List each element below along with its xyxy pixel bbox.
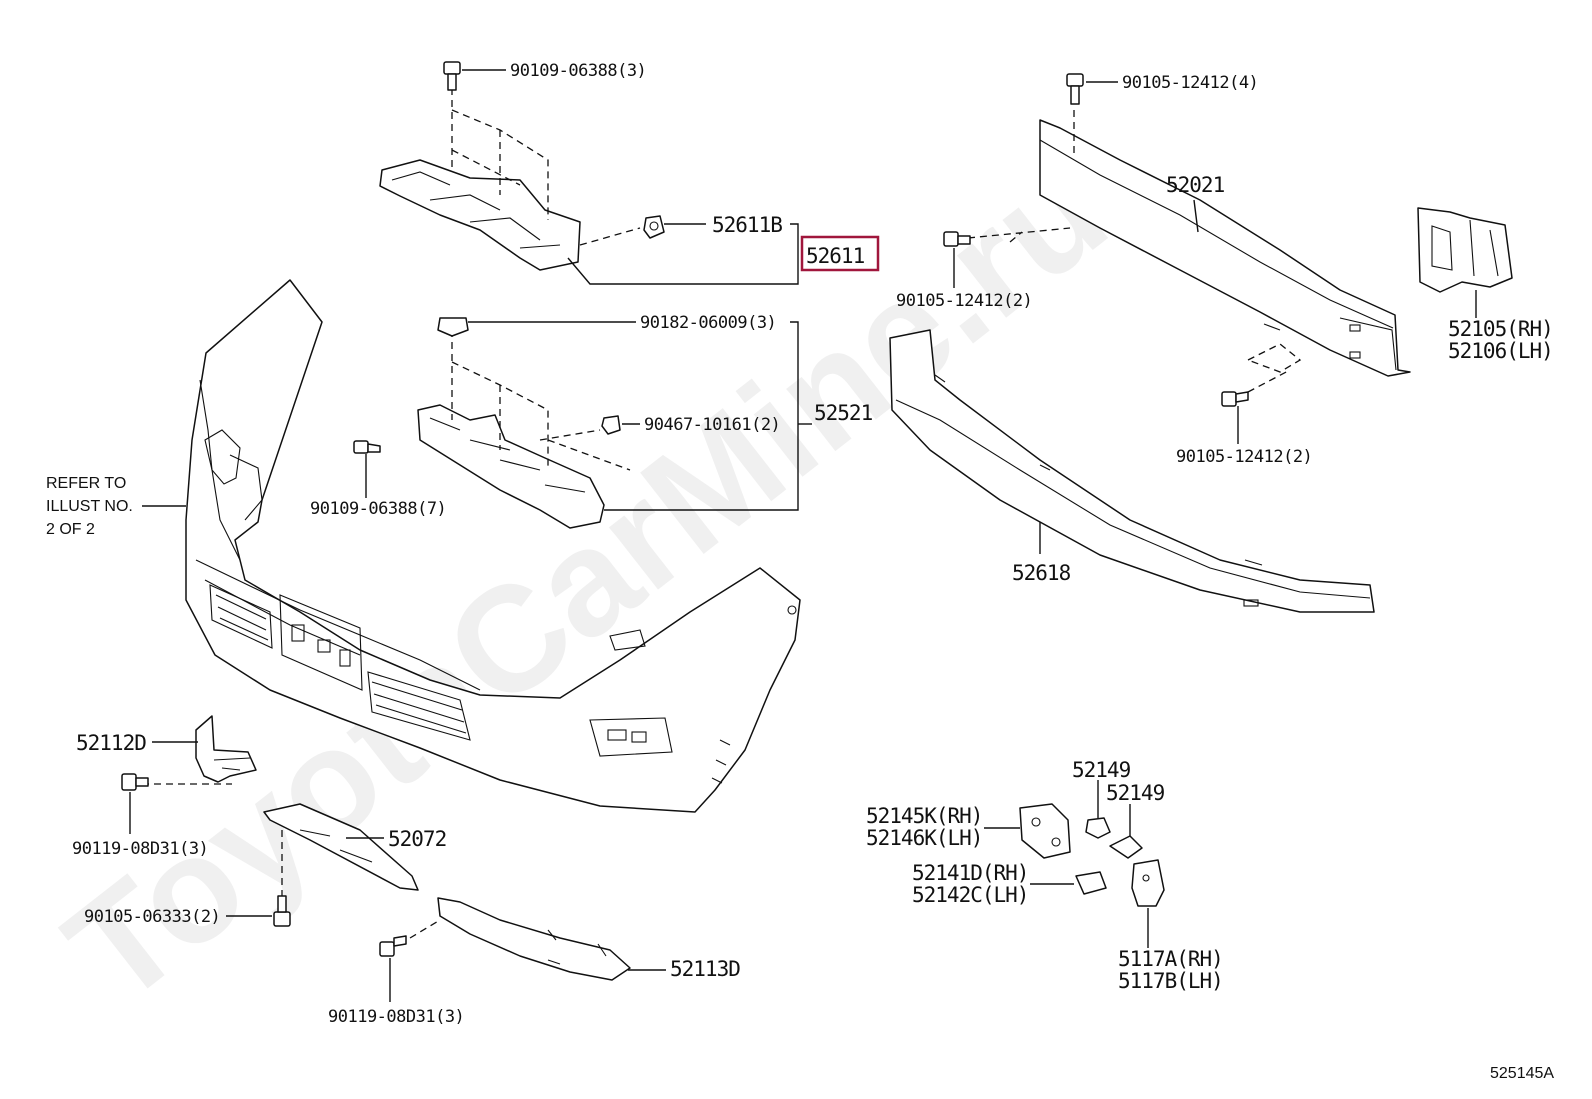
label-52146K-lh[interactable]: 52146K(LH): [866, 826, 983, 850]
label-52611B[interactable]: 52611B: [712, 213, 783, 237]
bolt-90119-08D31-lower[interactable]: [379, 935, 407, 957]
label-52141D-rh[interactable]: 52141D(RH): [912, 861, 1029, 885]
label-5117A-rh[interactable]: 5117A(RH): [1118, 947, 1224, 971]
label-90467-10161-2[interactable]: 90467-10161(2): [644, 415, 781, 435]
front-bumper-cover[interactable]: [185, 279, 801, 813]
label-90105-12412-2-left[interactable]: 90105-12412(2): [896, 291, 1033, 311]
bolt-90105-06333[interactable]: [273, 895, 291, 927]
label-52149-lower[interactable]: 52149: [1106, 781, 1166, 805]
label-52113D[interactable]: 52113D: [670, 957, 741, 981]
label-90105-12412-4[interactable]: 90105-12412(4): [1122, 73, 1259, 93]
part-52149-clip[interactable]: [1109, 835, 1143, 859]
part-52149-nut[interactable]: [1085, 817, 1111, 839]
part-52611-upper-retainer[interactable]: [379, 159, 581, 271]
nut-90182-06009[interactable]: [437, 317, 469, 337]
highlight-box: [800, 235, 880, 272]
label-52105-rh[interactable]: 52105(RH): [1448, 317, 1554, 341]
refer-note-line-2: ILLUST NO.: [46, 498, 133, 515]
label-5117B-lh[interactable]: 5117B(LH): [1118, 969, 1224, 993]
part-52521-lower-retainer[interactable]: [417, 404, 605, 529]
part-52145K-52146K-bracket[interactable]: [1019, 803, 1071, 859]
label-52618[interactable]: 52618: [1012, 561, 1072, 585]
label-90109-06388-3[interactable]: 90109-06388(3): [510, 61, 647, 81]
label-90105-12412-2-bottom[interactable]: 90105-12412(2): [1176, 447, 1313, 467]
label-52021[interactable]: 52021: [1166, 173, 1226, 197]
part-52113D-support[interactable]: [437, 897, 631, 981]
label-52145K-rh[interactable]: 52145K(RH): [866, 804, 983, 828]
part-5117A-5117B-bracket[interactable]: [1131, 859, 1165, 907]
bolt-90109-06388-upper[interactable]: [443, 61, 461, 91]
label-52611-highlighted[interactable]: 52611: [806, 244, 866, 268]
bolt-90105-12412-left[interactable]: [943, 231, 971, 247]
label-52149-upper[interactable]: 52149: [1072, 758, 1132, 782]
label-52112D[interactable]: 52112D: [76, 731, 147, 755]
label-52142C-lh[interactable]: 52142C(LH): [912, 883, 1029, 907]
refer-note-line-3: 2 OF 2: [46, 521, 95, 538]
bolt-90109-06388-lower[interactable]: [353, 440, 381, 454]
label-90119-08D31-3-lower[interactable]: 90119-08D31(3): [328, 1007, 465, 1027]
bolt-90105-12412-bottom[interactable]: [1221, 391, 1249, 407]
label-90119-08D31-3-left[interactable]: 90119-08D31(3): [72, 839, 209, 859]
refer-note-line-1: REFER TO: [46, 475, 126, 492]
part-52618-absorber[interactable]: [889, 329, 1375, 613]
bolt-90119-08D31-left[interactable]: [121, 773, 149, 791]
illustration-code: 525145A: [1490, 1065, 1554, 1082]
bolt-90105-12412-top[interactable]: [1066, 73, 1084, 105]
label-52072[interactable]: 52072: [388, 827, 447, 851]
label-90105-06333-2[interactable]: 90105-06333(2): [84, 907, 221, 927]
label-90109-06388-7[interactable]: 90109-06388(7): [310, 499, 447, 519]
clip-90467-10161[interactable]: [601, 415, 621, 435]
part-52105-52106-bracket[interactable]: [1417, 207, 1513, 293]
label-52106-lh[interactable]: 52106(LH): [1448, 339, 1554, 363]
part-52611B-clip[interactable]: [643, 215, 665, 239]
label-52521[interactable]: 52521: [814, 401, 874, 425]
part-52021-reinforcement[interactable]: [1039, 119, 1411, 377]
leader-lines: [129, 69, 1477, 1002]
part-52141D-52142C-bracket[interactable]: [1075, 871, 1107, 895]
part-52072-plate[interactable]: [263, 803, 419, 891]
label-90182-06009-3[interactable]: 90182-06009(3): [640, 313, 777, 333]
part-52112D-bracket[interactable]: [195, 715, 257, 783]
